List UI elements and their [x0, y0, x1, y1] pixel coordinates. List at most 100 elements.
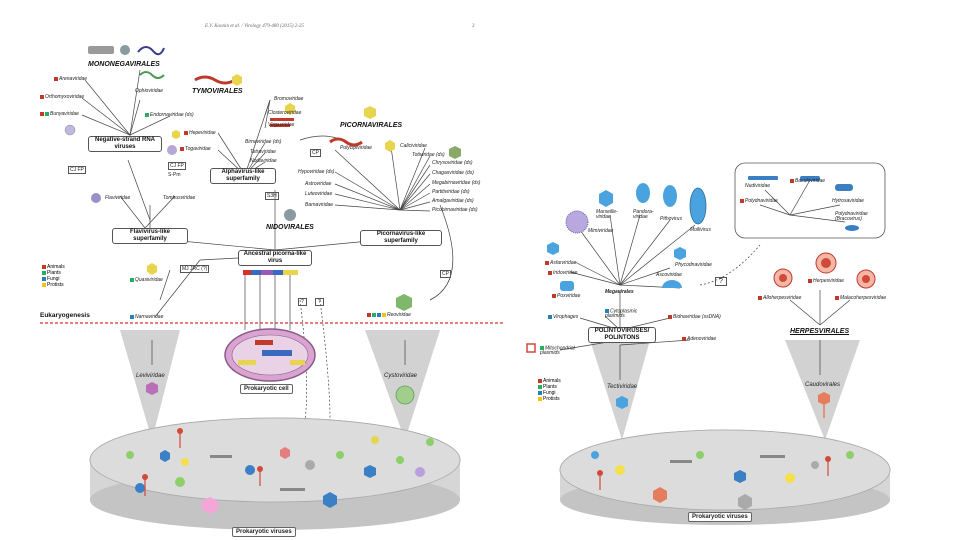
megavirales-label: Megavirales — [605, 289, 634, 295]
arenaviridae-label: Arenaviridae — [54, 76, 87, 82]
s-pm-tag: S-Pm — [168, 172, 181, 178]
filament-icon — [137, 46, 165, 56]
s3h-tag: S3H — [265, 192, 279, 200]
tymovirales-label: TYMOVIRALES — [192, 88, 243, 95]
levi-icon — [146, 382, 158, 395]
picornavirales-label: PICORNAVIRALES — [340, 122, 403, 129]
tetraviridae-label: Tetraviridae — [250, 149, 276, 155]
left-virus-icons — [64, 45, 461, 405]
hepeviridae-label: Hepeviridae — [184, 130, 216, 136]
cone-cystoviridae — [365, 330, 440, 440]
asfar-icon — [547, 242, 559, 255]
virgaviridae-label: Virgaviridae — [268, 122, 295, 128]
legend-animals-right: Animals — [543, 378, 561, 384]
herpes-label: Herpesviridae — [808, 278, 844, 284]
nuclear-dsdna-box — [734, 162, 886, 239]
asco-icon — [662, 280, 682, 288]
spiky-virus-icon — [120, 45, 130, 55]
question-tag-2: ? — [315, 298, 324, 306]
page-number: 3 — [472, 24, 475, 29]
flavivirus-box: Flavivirus-like superfamily — [112, 228, 188, 244]
luteoviridae-label: Luteoviridae — [305, 191, 333, 197]
mononegavirales-label: MONONEGAVIRALES — [88, 61, 160, 68]
prokaryotic-viruses-label-left: Prokaryotic viruses — [232, 527, 296, 537]
tymo-hex-icon — [232, 74, 242, 86]
legend-protists: Protists — [47, 282, 64, 288]
hytrosa-label: Hytrosaviridae — [832, 198, 864, 204]
nodaviridae-label: Nodaviridae — [250, 158, 277, 164]
toti-hex-icon — [449, 146, 461, 159]
baculo-label: Baculoviridae — [790, 178, 825, 184]
tombusviridae-label: Tombusviridae — [163, 195, 196, 201]
birnaviridae-label: Birnaviridae (ds) — [245, 139, 282, 145]
cone-tectiviridae — [590, 340, 650, 440]
phycodna-label: Phycodnaviridae — [675, 262, 712, 268]
chrysoviridae-label: Chrysoviridae (ds) — [432, 160, 473, 166]
closteroviridae-label: Closteroviridae — [268, 110, 302, 116]
right-virus-icons — [526, 176, 876, 418]
amalgaviridae-label: Amalgaviridae (ds) — [432, 198, 474, 204]
totiviridae-label: Totiviridae (ds) — [412, 152, 445, 158]
pitho-label: Pithovirus — [660, 216, 682, 222]
pox-icon — [560, 281, 574, 291]
legend-left: Animals Plants Fungi Protists — [42, 264, 65, 288]
citation: E.V. Koonin et al. / Virology 479-480 (2… — [205, 24, 304, 29]
rod-icon — [88, 46, 114, 54]
ancestral-box: Ancestral picorna-like virus — [238, 250, 312, 266]
bromoviridae-label: Bromoviridae — [274, 96, 304, 102]
pox-label: Poxviridae — [552, 293, 580, 299]
mito-plasmid-label: Mitochondrial plasmids — [540, 345, 575, 357]
calici-hex-icon — [385, 140, 395, 152]
virga-rod-icon — [270, 124, 290, 127]
nudi-label: Nudiviridae — [745, 183, 771, 189]
chagasviridae-label: Chagasviridae (ds) — [432, 170, 474, 176]
hepe-hex-icon — [172, 130, 180, 139]
asfar-label: Asfarviridae — [545, 260, 576, 266]
marseille-icon — [599, 190, 613, 207]
cp-tag-2: CP — [440, 270, 451, 278]
prokaryotic-virus-particles-left — [126, 428, 434, 514]
hypoviridae-label: Hypoviridae (ds) — [298, 169, 335, 175]
virophages-label: Virophages — [548, 314, 578, 320]
tecti-label: Tectiviridae — [607, 384, 638, 390]
mimiviridae-label: Mimiviridae — [588, 228, 614, 234]
polintovirus-box: POLINTOVIRUSES/ POLINTONS — [588, 327, 656, 343]
polycipiviridae-label: Polycipiviridae — [340, 145, 372, 151]
astroviridae-label: Astroviridae — [305, 181, 332, 187]
mito-plasmid-icon — [526, 343, 536, 353]
partitiviridae-label: Partitiviridae (ds) — [432, 189, 470, 195]
question-tag-1: ? — [298, 298, 307, 306]
bunyaviridae-label: Bunyaviridae — [40, 111, 79, 117]
adeno-label: Adenoviridae — [682, 336, 716, 342]
herpesvirales-label: HERPESVIRALES — [790, 328, 850, 335]
leviviridae-label: Leviviridae — [136, 373, 165, 379]
megabirnaviridae-label: Megabirnaviridae (ds) — [432, 180, 481, 186]
toga-icon — [167, 145, 177, 155]
bidna-label: Bidnaviridae (ssDNA) — [668, 314, 721, 320]
pitho-icon — [663, 185, 677, 207]
marseille-label: Marseille-viridae — [596, 209, 618, 220]
clostero-rod-icon — [270, 118, 294, 121]
molli-label: Mollivirus — [690, 227, 711, 233]
picorna-filament-icon — [329, 137, 363, 147]
tecti-icon — [616, 396, 628, 409]
prokaryotic-cell-label: Prokaryotic cell — [240, 384, 293, 394]
negative-strand-box: Negative-strand RNA viruses — [88, 136, 162, 152]
eukaryogenesis-label: Eukaryogenesis — [40, 312, 90, 319]
quasi-hex-icon — [147, 263, 157, 275]
barnaviridae-label: Barnaviridae — [305, 202, 334, 208]
polydna2-label: Polydnaviridae (Bracovirus) — [835, 211, 868, 222]
picobirnaviridae-label: Picobirnaviridae (ds) — [432, 207, 478, 213]
togaviridae-label: Togaviridae — [180, 146, 211, 152]
cystoviridae-label: Cystoviridae — [384, 373, 418, 379]
tymo-filament-icon — [194, 75, 236, 85]
caudovirales-label: Caudovirales — [805, 382, 841, 388]
irido-label: Iridoviridae — [548, 270, 577, 276]
caliciviridae-label: Caliciviridae — [400, 143, 427, 149]
malacoherpes-label: Malacoherpesviridae — [835, 295, 886, 301]
question-tag-right: ? — [715, 277, 727, 286]
endornaviridae-label: Endornaviridae (ds) — [145, 112, 194, 118]
quasiviridae-label: Quasiviridae — [130, 277, 163, 283]
molli-icon — [689, 187, 707, 225]
